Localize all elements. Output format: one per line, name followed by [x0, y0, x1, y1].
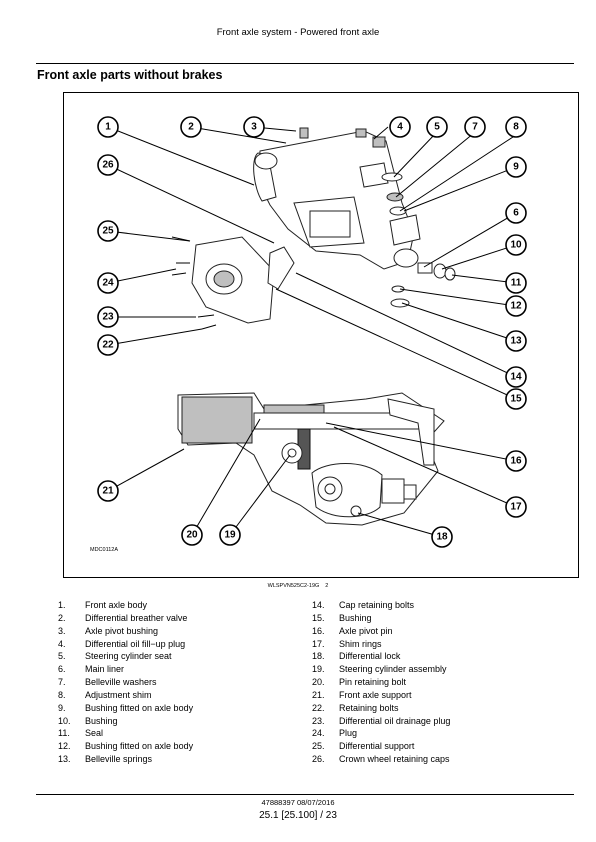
svg-text:20: 20: [186, 530, 198, 541]
legend-item: 24.Plug: [312, 728, 358, 739]
svg-text:7: 7: [472, 122, 478, 133]
legend-item: 5.Steering cylinder seat: [58, 651, 172, 662]
svg-text:4: 4: [397, 122, 403, 133]
svg-text:26: 26: [102, 160, 114, 171]
callout-8: 8: [505, 116, 527, 138]
callout-9: 9: [505, 156, 527, 178]
callout-7: 7: [464, 116, 486, 138]
legend-right-column: 14.Cap retaining bolts 15.Bushing 16.Axl…: [312, 599, 450, 766]
legend-item: 20.Pin retaining bolt: [312, 677, 407, 688]
callout-25: 25: [97, 220, 119, 242]
legend-item: 6.Main liner: [58, 664, 125, 675]
section-title: Front axle parts without brakes: [37, 68, 223, 82]
legend-item: 2.Differential breather valve: [58, 612, 188, 623]
parts-drawing: 1 2 3 4 5 7 8 26 9 6 25 10 24 11 12 23 2…: [90, 116, 527, 553]
svg-text:15: 15: [510, 394, 522, 405]
legend-item: 26.Crown wheel retaining caps: [312, 754, 450, 765]
svg-text:9: 9: [513, 162, 519, 173]
svg-text:16: 16: [510, 456, 522, 467]
svg-text:1: 1: [105, 122, 111, 133]
callout-24: 24: [97, 272, 119, 294]
footer-rule: [36, 794, 574, 795]
callout-17: 17: [505, 496, 527, 518]
sectional-view-drawing: [177, 392, 445, 526]
svg-text:5: 5: [434, 122, 440, 133]
svg-text:17: 17: [510, 502, 522, 513]
legend-item: 7.Belleville washers: [58, 677, 157, 688]
front-axle-body-drawing: [253, 127, 421, 270]
svg-text:8: 8: [513, 122, 519, 133]
callout-4: 4: [389, 116, 411, 138]
legend-item: 23.Differential oil drainage plug: [312, 715, 451, 726]
svg-text:2: 2: [188, 122, 194, 133]
svg-text:24: 24: [102, 278, 114, 289]
legend-item: 21.Front axle support: [312, 689, 412, 700]
svg-text:21: 21: [102, 486, 114, 497]
callout-26: 26: [97, 154, 119, 176]
svg-text:23: 23: [102, 312, 114, 323]
legend-item: 4.Differential oil fill−up plug: [58, 638, 186, 649]
callout-6: 6: [505, 202, 527, 224]
svg-text:11: 11: [511, 278, 522, 289]
svg-text:25: 25: [102, 226, 114, 237]
legend-item: 12.Bushing fitted on axle body: [58, 741, 194, 752]
legend-item: 15.Bushing: [312, 612, 372, 623]
callout-14: 14: [505, 366, 527, 388]
svg-text:14: 14: [510, 372, 522, 383]
callout-22: 22: [97, 334, 119, 356]
callout-15: 15: [505, 388, 527, 410]
legend-item: 17.Shim rings: [312, 638, 382, 649]
legend-item: 1.Front axle body: [58, 600, 148, 610]
header-rule: [36, 63, 574, 64]
callout-13: 13: [505, 330, 527, 352]
callout-10: 10: [505, 234, 527, 256]
legend-item: 3.Axle pivot bushing: [58, 625, 159, 636]
legend-item: 22.Retaining bolts: [312, 702, 399, 713]
legend-item: 25.Differential support: [312, 741, 415, 752]
callout-20: 20: [181, 524, 203, 546]
callout-12: 12: [505, 295, 527, 317]
drawing-code: MDC0112A: [90, 547, 118, 553]
callout-18: 18: [431, 526, 453, 548]
callout-16: 16: [505, 450, 527, 472]
svg-text:13: 13: [510, 336, 522, 347]
svg-text:22: 22: [102, 340, 114, 351]
footer-doc-code: 47888397 08/07/2016: [261, 798, 335, 807]
page-header-title: Front axle system - Powered front axle: [216, 27, 380, 38]
callout-23: 23: [97, 306, 119, 328]
callout-2: 2: [180, 116, 202, 138]
legend-item: 9.Bushing fitted on axle body: [58, 702, 194, 713]
legend-left-column: 1.Front axle body 2.Differential breathe…: [58, 599, 193, 766]
callout-1: 1: [97, 116, 119, 138]
svg-text:18: 18: [436, 532, 448, 543]
svg-text:12: 12: [510, 301, 522, 312]
legend-item: 19.Steering cylinder assembly: [312, 664, 447, 675]
legend-item: 18.Differential lock: [312, 651, 401, 662]
legend-item: 14.Cap retaining bolts: [312, 600, 415, 610]
svg-text:19: 19: [224, 530, 236, 541]
footer-page-number: 25.1 [25.100] / 23: [259, 810, 337, 821]
svg-text:10: 10: [510, 240, 522, 251]
callout-3: 3: [243, 116, 265, 138]
svg-text:6: 6: [513, 208, 519, 219]
legend-item: 11.Seal: [58, 728, 104, 739]
figure-caption: WLSPVN525C2-19G 2: [0, 583, 596, 589]
legend-item: 8.Adjustment shim: [58, 689, 152, 700]
figure-caption-code: WLSPVN525C2-19G: [267, 583, 320, 589]
exploded-view-figure: 1 2 3 4 5 7 8 26 9 6 25 10 24 11 12 23 2…: [63, 92, 579, 578]
legend-item: 10.Bushing: [58, 715, 118, 726]
legend-item: 16.Axle pivot pin: [312, 625, 393, 636]
callout-11: 11: [505, 272, 527, 294]
small-parts-drawing: [381, 172, 456, 308]
legend-item: 13.Belleville springs: [58, 754, 153, 765]
svg-text:3: 3: [251, 122, 257, 133]
differential-support-drawing: [171, 236, 295, 330]
callout-21: 21: [97, 480, 119, 502]
figure-caption-number: 2: [325, 583, 329, 589]
callout-19: 19: [219, 524, 241, 546]
callout-5: 5: [426, 116, 448, 138]
